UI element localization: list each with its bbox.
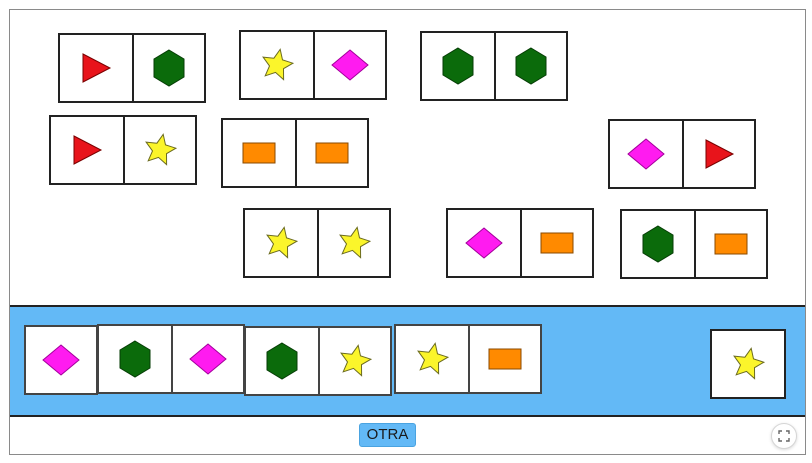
domino-6[interactable]	[608, 119, 756, 189]
domino-half	[123, 117, 195, 183]
domino-half	[422, 33, 494, 99]
domino-8[interactable]	[446, 208, 594, 278]
diamond-icon	[627, 138, 665, 170]
domino-half	[712, 331, 784, 397]
domino-half	[396, 326, 468, 392]
domino-3[interactable]	[420, 31, 568, 101]
domino-9[interactable]	[620, 209, 768, 279]
rectangle-icon	[488, 348, 522, 370]
rectangle-icon	[315, 142, 349, 164]
diamond-icon	[189, 343, 227, 375]
hexagon-icon	[119, 340, 151, 378]
rectangle-icon	[242, 142, 276, 164]
triangle-icon	[82, 53, 112, 83]
rectangle-icon	[714, 233, 748, 255]
domino-half	[241, 32, 313, 98]
fullscreen-icon	[778, 430, 790, 442]
domino-half	[520, 210, 592, 276]
footer-bar: OTRA	[10, 417, 805, 455]
triangle-icon	[73, 135, 103, 165]
domino-half	[313, 32, 385, 98]
star-icon	[262, 48, 295, 81]
domino-half	[171, 326, 243, 392]
fullscreen-button[interactable]	[771, 423, 797, 449]
hexagon-icon	[642, 225, 674, 263]
domino-board	[10, 10, 805, 305]
chain-domino-1[interactable]	[24, 325, 98, 395]
domino-2[interactable]	[239, 30, 387, 100]
domino-half	[610, 121, 682, 187]
domino-half	[318, 328, 390, 394]
domino-half	[223, 120, 295, 186]
chain-domino-4[interactable]	[394, 324, 542, 394]
game-frame: OTRA	[9, 9, 806, 455]
chain-domino-3[interactable]	[244, 326, 392, 396]
loose-half-domino[interactable]	[710, 329, 786, 399]
rectangle-icon	[540, 232, 574, 254]
star-icon	[266, 226, 299, 259]
hexagon-icon	[153, 49, 185, 87]
star-icon	[733, 347, 766, 380]
domino-half	[494, 33, 566, 99]
domino-half	[295, 120, 367, 186]
domino-half	[468, 326, 540, 392]
domino-half	[682, 121, 754, 187]
hexagon-icon	[515, 47, 547, 85]
hexagon-icon	[442, 47, 474, 85]
hexagon-icon	[266, 342, 298, 380]
chain-domino-2[interactable]	[97, 324, 245, 394]
domino-half	[694, 211, 766, 277]
domino-half	[245, 210, 317, 276]
domino-5[interactable]	[221, 118, 369, 188]
domino-tray	[10, 305, 805, 417]
diamond-icon	[465, 227, 503, 259]
domino-half	[51, 117, 123, 183]
domino-1[interactable]	[58, 33, 206, 103]
star-icon	[339, 226, 372, 259]
domino-half	[317, 210, 389, 276]
domino-half	[246, 328, 318, 394]
domino-half	[26, 327, 96, 393]
domino-half	[60, 35, 132, 101]
star-icon	[145, 133, 178, 166]
star-icon	[417, 342, 450, 375]
domino-half	[132, 35, 204, 101]
diamond-icon	[42, 344, 80, 376]
domino-7[interactable]	[243, 208, 391, 278]
domino-4[interactable]	[49, 115, 197, 185]
domino-half	[99, 326, 171, 392]
star-icon	[340, 344, 373, 377]
diamond-icon	[331, 49, 369, 81]
triangle-icon	[705, 139, 735, 169]
domino-half	[448, 210, 520, 276]
otra-button[interactable]: OTRA	[359, 423, 416, 447]
domino-half	[622, 211, 694, 277]
